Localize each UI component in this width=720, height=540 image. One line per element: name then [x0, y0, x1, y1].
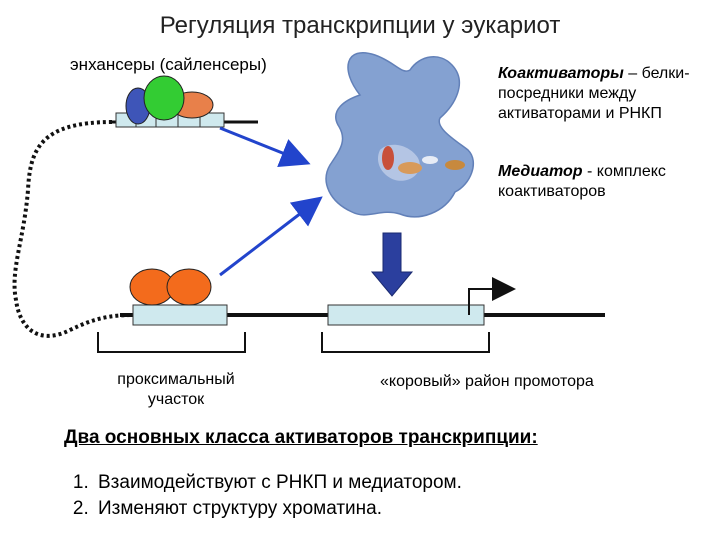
proximal-activator-2: [166, 268, 212, 306]
enhancer-activator-green: [143, 75, 185, 121]
dna-loop: [12, 120, 136, 338]
core-promoter-box: [327, 304, 485, 326]
list-item: Изменяют структуру хроматина.: [94, 496, 462, 522]
proximal-bracket: [97, 332, 246, 353]
section-heading: Два основных класса активаторов транскри…: [64, 427, 538, 448]
coactivators-label: Коактиваторы – белки-посредники между ак…: [498, 64, 718, 124]
activator-classes-list: Взаимодействуют с РНКП и медиатором. Изм…: [60, 470, 462, 522]
mediator-complex-image: [325, 52, 474, 218]
tss-arrow-icon: [468, 277, 516, 315]
mediator-label: Медиатор - комплекс коактиваторов: [498, 162, 718, 202]
core-promoter-bracket: [321, 332, 490, 353]
arrow-enhancer-to-mediator: [219, 126, 311, 168]
list-item: Взаимодействуют с РНКП и медиатором.: [94, 470, 462, 496]
coactivators-term: Коактиваторы: [498, 65, 624, 82]
proximal-label: проксимальный участок: [117, 371, 235, 408]
page-title: Регуляция транскрипции у эукариот: [159, 12, 561, 39]
coactivators-desc: – белки-посредники между активаторами и …: [498, 65, 690, 122]
mediator-term: Медиатор: [498, 163, 583, 180]
core-promoter-label: «коровый» район промотора: [380, 373, 594, 390]
proximal-box: [132, 304, 228, 326]
arrow-proximal-to-mediator: [219, 196, 323, 277]
enhancers-label: энхансеры (сайленсеры): [70, 55, 267, 74]
mediator-desc: - комплекс коактиваторов: [498, 163, 666, 200]
mediator-down-arrow: [370, 232, 414, 297]
